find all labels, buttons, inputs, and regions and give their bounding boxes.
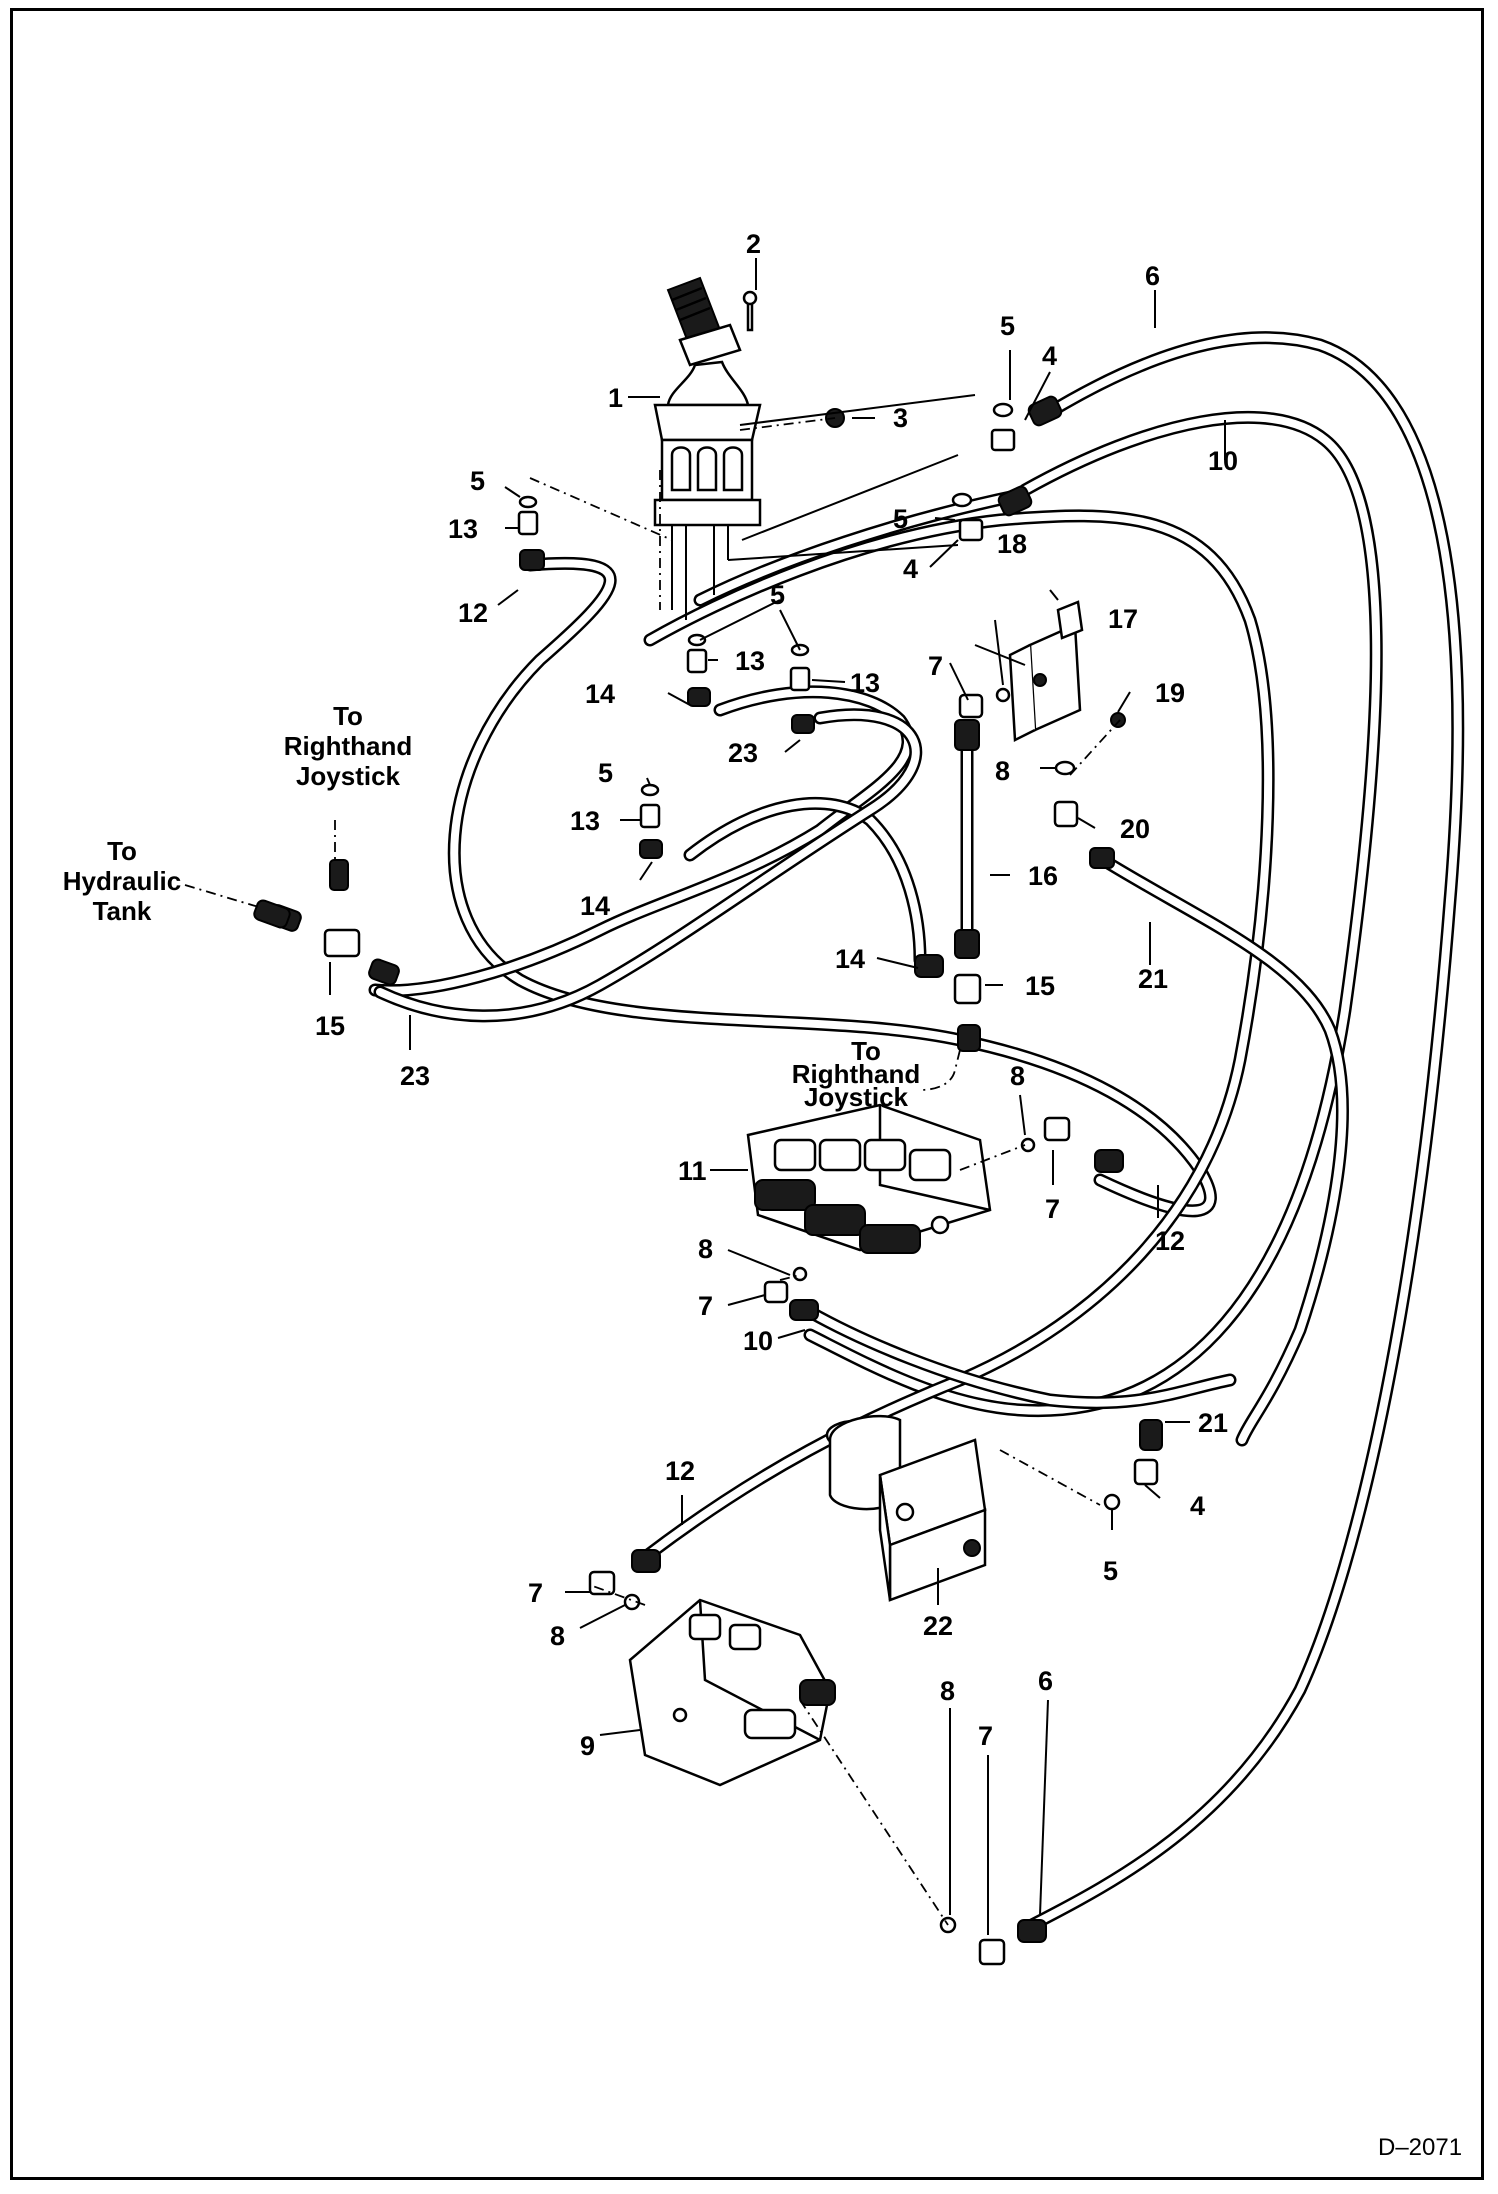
callout-10-lower: 10 [743, 1326, 773, 1356]
callout-12-lower: 12 [665, 1456, 695, 1486]
note-line: Righthand [792, 1059, 921, 1089]
hose-10-lower [803, 1305, 1237, 1410]
callout-21-lower: 21 [1198, 1408, 1228, 1438]
note-righthand-joystick-mid: To Righthand Joystick [792, 1036, 921, 1112]
hose-12-lower [641, 509, 1275, 1562]
fittings [253, 290, 1163, 1966]
callout-4-mid: 4 [903, 554, 918, 584]
control-valve-11 [746, 1103, 992, 1254]
callout-5-bottom: 5 [1103, 1556, 1118, 1586]
callout-5-top: 5 [1000, 311, 1015, 341]
callout-10-top: 10 [1208, 446, 1238, 476]
note-line: To [333, 701, 363, 731]
callout-5-left: 5 [470, 466, 485, 496]
note-line: Joystick [804, 1082, 909, 1112]
callout-1: 1 [608, 383, 623, 413]
note-line: Hydraulic [63, 866, 182, 896]
callout-labels: 1 2 3 5 4 6 10 5 4 18 17 19 5 13 12 5 13… [315, 229, 1238, 1761]
note-line: To [107, 836, 137, 866]
hose-10-upper [803, 411, 1383, 1418]
control-valve-9 [628, 1598, 836, 1787]
callout-7-lower: 7 [698, 1291, 713, 1321]
callout-4-top: 4 [1042, 341, 1057, 371]
leader-lines [329, 258, 1226, 1935]
callout-13-left: 13 [448, 514, 478, 544]
callout-7-mid: 7 [928, 651, 943, 681]
callout-7-bottom-left: 7 [528, 1578, 543, 1608]
note-line: Joystick [296, 761, 401, 791]
callout-8-lower: 8 [698, 1234, 713, 1264]
callout-20: 20 [1120, 814, 1150, 844]
callout-11: 11 [678, 1156, 707, 1186]
hose-6 [1025, 331, 1465, 1932]
callout-21-mid: 21 [1138, 964, 1168, 994]
reference-lines [184, 394, 1121, 1926]
note-hydraulic-tank: To Hydraulic Tank [63, 836, 182, 926]
hose-10-joystick [693, 488, 1027, 607]
callout-5-mid: 5 [893, 504, 908, 534]
callout-14-lower: 14 [580, 891, 610, 921]
hose-14-b [683, 797, 927, 967]
callout-14-tee: 14 [835, 944, 865, 974]
callout-3: 3 [893, 403, 908, 433]
callout-23-left: 23 [400, 1061, 430, 1091]
callout-23-center: 23 [728, 738, 758, 768]
note-line: Tank [93, 896, 152, 926]
callout-6-bottom: 6 [1038, 1666, 1053, 1696]
callout-19: 19 [1155, 678, 1185, 708]
figure-code: D–2071 [1378, 2134, 1462, 2161]
callout-18: 18 [997, 529, 1027, 559]
note-righthand-joystick-top: To Righthand Joystick [284, 701, 413, 791]
note-line: Righthand [284, 731, 413, 761]
callout-8-valve: 8 [1010, 1061, 1025, 1091]
callout-14-center: 14 [585, 679, 615, 709]
callout-15-left: 15 [315, 1011, 345, 1041]
callout-22: 22 [923, 1611, 953, 1641]
hose-21 [1093, 851, 1349, 1447]
joystick-assembly [653, 276, 762, 620]
callout-13-center-b: 13 [850, 668, 880, 698]
note-line: To [851, 1036, 881, 1066]
relief-valve-17 [974, 600, 1126, 742]
hose-23 [373, 708, 923, 1023]
callout-13-center-a: 13 [735, 646, 765, 676]
callout-16: 16 [1028, 861, 1058, 891]
callout-12-left: 12 [458, 598, 488, 628]
callout-15-tee: 15 [1025, 971, 1055, 1001]
callout-17: 17 [1108, 604, 1138, 634]
callout-7-valve: 7 [1045, 1194, 1060, 1224]
callout-5-lower: 5 [598, 758, 613, 788]
callout-13-lower: 13 [570, 806, 600, 836]
callout-8-bottom: 8 [940, 1676, 955, 1706]
hose-12-long [447, 556, 1217, 1218]
callout-8-bottom-left: 8 [550, 1621, 565, 1651]
callout-9: 9 [580, 1731, 595, 1761]
valve-block-22 [825, 1414, 987, 1602]
callout-6-top: 6 [1145, 261, 1160, 291]
callout-12-valve: 12 [1155, 1226, 1185, 1256]
callout-4-lower: 4 [1190, 1491, 1205, 1521]
callout-7-bottom: 7 [978, 1721, 993, 1751]
hose-14-a [368, 685, 915, 998]
callout-5-center: 5 [770, 580, 785, 610]
callout-8-mid: 8 [995, 756, 1010, 786]
callout-2: 2 [746, 229, 761, 259]
